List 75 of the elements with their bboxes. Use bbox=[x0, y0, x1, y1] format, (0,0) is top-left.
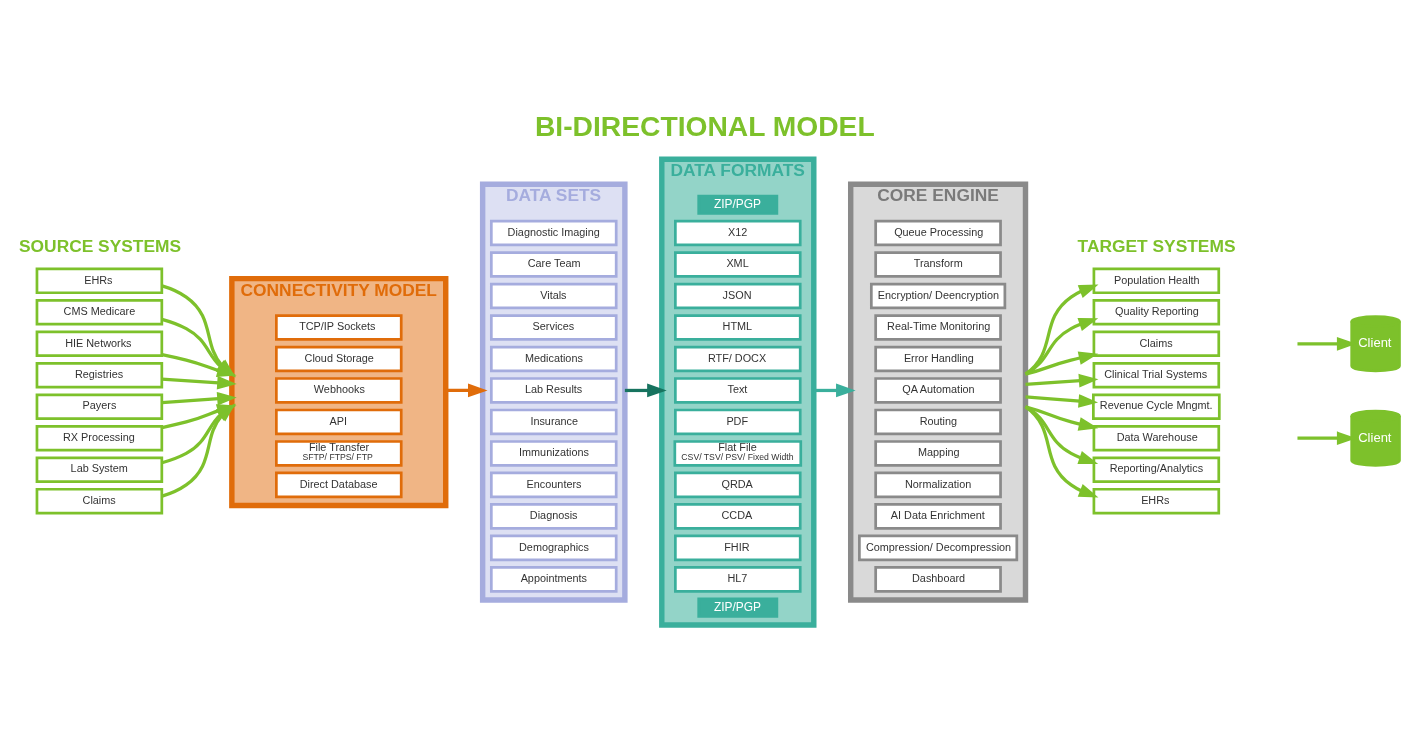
node-box: Insurance bbox=[489, 408, 618, 435]
node-box: XML bbox=[674, 250, 802, 278]
arrow bbox=[1024, 317, 1099, 376]
node-box: Registries bbox=[35, 361, 164, 389]
node-box: QRDA bbox=[674, 471, 802, 498]
node-box: HTML bbox=[674, 313, 802, 341]
node-box: File Transfer SFTP/ FTPS/ FTP bbox=[275, 439, 403, 467]
node-box: HL7 bbox=[674, 565, 802, 593]
node-box: QA Automation bbox=[874, 376, 1002, 404]
node-box: HIE Networks bbox=[35, 329, 164, 357]
node-box: Routing bbox=[874, 408, 1002, 435]
node-box: Normalization bbox=[874, 471, 1002, 498]
node-box: Text bbox=[674, 376, 802, 404]
node-box: Transform bbox=[874, 250, 1002, 278]
node-box: Claims bbox=[35, 487, 164, 514]
node-box: Direct Database bbox=[275, 471, 403, 498]
node-box: Dashboard bbox=[874, 565, 1002, 593]
node-box: RX Processing bbox=[35, 424, 164, 452]
node-box: Encryption/ Deencryption bbox=[869, 282, 1007, 309]
arrow bbox=[624, 383, 667, 397]
node-box: EHRs bbox=[1092, 487, 1221, 514]
arrow bbox=[161, 375, 237, 390]
node-box: Mapping bbox=[874, 439, 1002, 467]
node-box: CMS Medicare bbox=[35, 298, 164, 326]
node-box: Data Warehouse bbox=[1092, 424, 1221, 452]
node-box: Immunizations bbox=[489, 439, 618, 467]
arrow bbox=[813, 383, 856, 397]
node-box: Appointments bbox=[489, 565, 618, 593]
node-box: Webhooks bbox=[275, 376, 403, 404]
node-box: X12 bbox=[674, 219, 802, 246]
node-box: Diagnosis bbox=[489, 502, 618, 530]
node-box: Queue Processing bbox=[874, 219, 1002, 246]
node-box: CCDA bbox=[674, 502, 802, 530]
node-box: Lab Results bbox=[489, 376, 618, 404]
arrow bbox=[445, 383, 488, 397]
arrow bbox=[1024, 405, 1099, 497]
arrow bbox=[1025, 373, 1099, 387]
node-box: Population Health bbox=[1092, 267, 1221, 294]
node-box: Revenue Cycle Mngmt. bbox=[1092, 392, 1221, 420]
label: SOURCE SYSTEMS bbox=[19, 235, 182, 256]
node-box: Error Handling bbox=[874, 345, 1002, 372]
node-box: Flat File CSV/ TSV/ PSV/ Fixed Width bbox=[673, 439, 803, 467]
node-box: JSON bbox=[674, 282, 802, 309]
node-box: ZIP/PGP bbox=[697, 597, 779, 618]
node-box: Diagnostic Imaging bbox=[489, 219, 618, 246]
node-box: TCP/IP Sockets bbox=[275, 313, 403, 341]
node-box: Compression/ Decompression bbox=[858, 534, 1019, 561]
node-box: Lab System bbox=[35, 455, 164, 483]
node-box: Encounters bbox=[489, 471, 618, 498]
node-box: Medications bbox=[489, 345, 618, 372]
node-box: Vitals bbox=[489, 282, 618, 309]
node-box: Services bbox=[489, 313, 618, 341]
node-box: Care Team bbox=[489, 250, 618, 278]
node-box: RTF/ DOCX bbox=[674, 345, 802, 372]
diagram-title: BI-DIRECTIONAL MODEL bbox=[535, 109, 875, 142]
node-box: Real-Time Monitoring bbox=[874, 313, 1002, 341]
node-box: Reporting/Analytics bbox=[1092, 455, 1221, 483]
arrow bbox=[1025, 404, 1099, 431]
arrow bbox=[1025, 393, 1099, 408]
node-box: Payers bbox=[35, 392, 164, 420]
node-box: API bbox=[275, 408, 403, 435]
node-box: PDF bbox=[674, 408, 802, 435]
arrow bbox=[1025, 350, 1099, 376]
node-box: AI Data Enrichment bbox=[874, 502, 1002, 530]
node-box: ZIP/PGP bbox=[697, 194, 779, 215]
arrow bbox=[1024, 284, 1099, 375]
node-box: Cloud Storage bbox=[275, 345, 403, 372]
node-box: EHRs bbox=[35, 267, 164, 294]
node-box: FHIR bbox=[674, 534, 802, 561]
arrow bbox=[161, 391, 237, 406]
node-box: Demographics bbox=[489, 534, 618, 561]
node-box: Claims bbox=[1092, 329, 1221, 357]
node-box: Quality Reporting bbox=[1092, 298, 1221, 326]
label: TARGET SYSTEMS bbox=[1077, 235, 1236, 256]
node-box: Clinical Trial Systems bbox=[1092, 361, 1221, 389]
